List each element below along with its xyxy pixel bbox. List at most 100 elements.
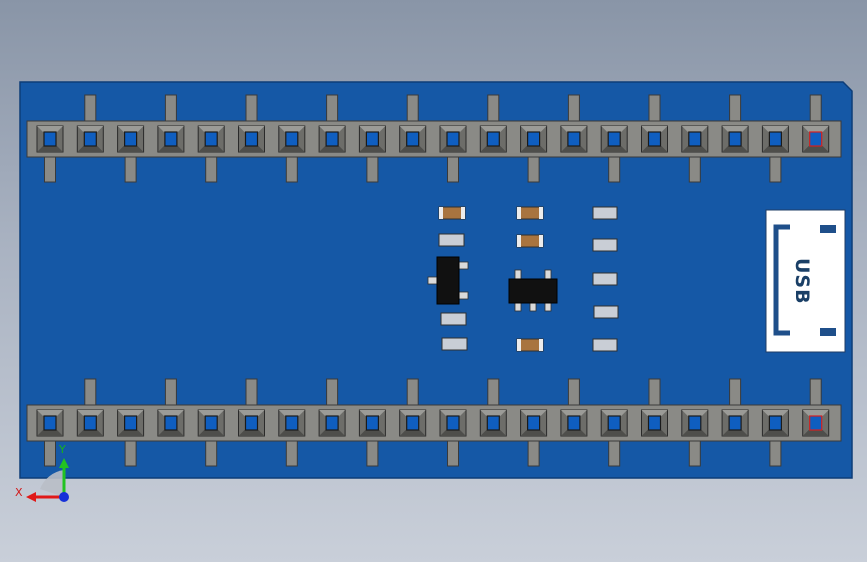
- top-pin-bevel: [117, 126, 144, 132]
- bottom-pin-leg: [527, 440, 540, 467]
- bottom-pin-bevel: [319, 430, 346, 436]
- bottom-pin-bevel: [117, 430, 144, 436]
- bottom-pin-leg: [809, 378, 822, 406]
- top-pin-bevel: [681, 126, 708, 132]
- bottom-pin-bevel: [399, 410, 426, 416]
- bottom-pin-pad: [688, 415, 702, 431]
- bottom-pin-leg: [729, 378, 742, 406]
- bottom-pin-pad: [244, 415, 259, 431]
- top-pin-bevel: [278, 146, 305, 152]
- bottom-pin-pad: [83, 415, 97, 431]
- usb-connector: [765, 209, 846, 353]
- bottom-pin-bevel: [520, 410, 547, 416]
- capacitor-c4: [516, 338, 544, 352]
- bottom-pin-pad: [123, 415, 138, 431]
- bottom-pin-bevel: [238, 410, 265, 416]
- bottom-pin-header: [26, 378, 842, 467]
- top-pin-bevel: [238, 126, 265, 132]
- top-pin-pad: [768, 131, 783, 147]
- capacitor-c2: [516, 206, 544, 220]
- resistor-r5: [592, 238, 618, 252]
- bottom-pin-leg: [245, 378, 258, 406]
- resistor-r3: [441, 337, 468, 351]
- top-pin-leg: [648, 94, 661, 122]
- bottom-pin-pad: [325, 415, 339, 431]
- top-pin-bevel: [157, 126, 184, 132]
- x-axis-label: X: [15, 486, 23, 499]
- top-pin-pad: [244, 131, 259, 147]
- y-axis-label: Y: [59, 443, 66, 456]
- top-pin-bevel: [37, 126, 63, 132]
- top-pin-leg: [366, 156, 379, 183]
- bottom-pin-bevel: [359, 410, 386, 416]
- top-pin-bevel: [641, 126, 668, 132]
- top-pin-bevel: [399, 146, 426, 152]
- top-pin-leg: [729, 94, 742, 122]
- resistor-r6: [592, 272, 618, 286]
- bottom-pin-leg: [164, 378, 177, 406]
- top-pin-bevel: [762, 126, 789, 132]
- resistor-r2: [440, 312, 467, 326]
- axis-triad: [26, 458, 69, 502]
- top-pin-pad: [607, 131, 621, 147]
- top-pin-leg: [527, 156, 540, 183]
- top-pin-leg: [567, 94, 580, 122]
- top-pin-pad: [728, 131, 742, 147]
- top-pin-pad: [406, 131, 420, 147]
- bottom-pin-bevel: [601, 430, 628, 436]
- top-pin-leg: [245, 94, 258, 122]
- bottom-pin-pad: [486, 415, 500, 431]
- top-pin-bevel: [359, 146, 386, 152]
- bottom-pin-pad: [768, 415, 783, 431]
- top-pin-bevel: [802, 146, 829, 152]
- top-pin-bevel: [802, 126, 829, 132]
- bottom-pin-bevel: [802, 430, 829, 436]
- top-pin-bevel: [77, 146, 104, 152]
- top-pin-leg: [205, 156, 218, 183]
- top-pin-leg: [688, 156, 701, 183]
- bottom-pin-bevel: [399, 430, 426, 436]
- top-pin-header: [26, 94, 842, 183]
- bottom-pin-leg: [44, 440, 56, 467]
- bottom-pin-bevel: [802, 410, 829, 416]
- bottom-pin-bevel: [762, 410, 789, 416]
- bottom-pin-bevel: [722, 410, 749, 416]
- bottom-pin-bevel: [117, 410, 144, 416]
- top-pin-pad: [365, 131, 379, 147]
- bottom-pin-pad: [43, 415, 57, 431]
- bottom-pin-leg: [447, 440, 459, 467]
- top-pin-bevel: [520, 146, 547, 152]
- bottom-pin-leg: [326, 378, 339, 406]
- top-pin-bevel: [601, 126, 628, 132]
- bottom-pin-bevel: [722, 430, 749, 436]
- bottom-pin-bevel: [198, 410, 225, 416]
- top-pin-pad: [164, 131, 178, 147]
- top-pin1-pad: [809, 131, 823, 147]
- top-pin-leg: [164, 94, 177, 122]
- top-pin-leg: [608, 156, 621, 183]
- bottom-pin-bevel: [77, 410, 104, 416]
- top-pin-bevel: [319, 146, 346, 152]
- bottom-pin-pad: [446, 415, 460, 431]
- resistor-r7: [593, 305, 619, 319]
- top-pin-bevel: [278, 126, 305, 132]
- top-pin-pad: [526, 131, 541, 147]
- bottom-pin-pad: [607, 415, 621, 431]
- bottom-pin-pad: [285, 415, 299, 431]
- bottom-pin-leg: [688, 440, 701, 467]
- top-pin-leg: [84, 94, 97, 122]
- top-pin-pad: [285, 131, 299, 147]
- top-pin-pad: [486, 131, 500, 147]
- bottom-pin-leg: [285, 440, 298, 467]
- top-pin-bevel: [198, 146, 225, 152]
- top-pin-bevel: [117, 146, 144, 152]
- top-pin-bevel: [319, 126, 346, 132]
- bottom-pin-leg: [648, 378, 661, 406]
- top-pin-pad: [123, 131, 138, 147]
- top-pin-bevel: [560, 146, 587, 152]
- top-pin-bevel: [440, 146, 466, 152]
- bottom-pin-bevel: [681, 410, 708, 416]
- top-pin-pad: [647, 131, 662, 147]
- bottom-pin-bevel: [359, 430, 386, 436]
- top-pin-leg: [124, 156, 137, 183]
